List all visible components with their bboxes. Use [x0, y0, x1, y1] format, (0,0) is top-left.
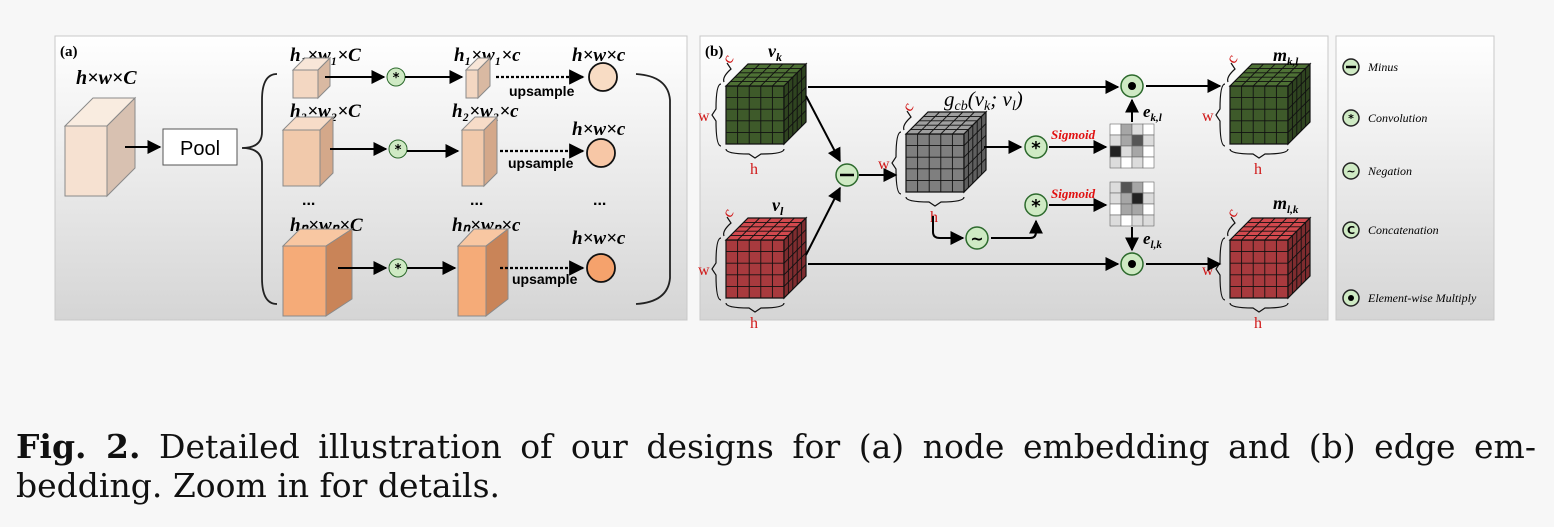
caption-text: Detailed illustration of our designs for… [16, 427, 1536, 505]
legend-label: Concatenation [1368, 223, 1439, 237]
branch2-upsample-label: upsample [508, 155, 574, 171]
ellipsis-3: ... [593, 192, 606, 209]
caption-prefix: Fig. 2. [16, 427, 141, 466]
multiply-op-bottom [1120, 252, 1144, 276]
legend-item: ~ Negation [1342, 162, 1412, 180]
legend-item: Minus [1342, 58, 1398, 76]
figure-caption: Fig. 2. Detailed illustration of our des… [16, 427, 1536, 505]
gcb-cube: whc [878, 100, 988, 226]
vl-cube-w-label: w [698, 262, 710, 279]
vl-label: vl [772, 195, 784, 218]
vl-cube: whc [698, 206, 808, 332]
legend-label: Minus [1367, 60, 1398, 74]
svg-text:C: C [1347, 224, 1355, 237]
legend-background [1335, 35, 1495, 321]
gcb-cube-w-label: w [878, 156, 890, 173]
svg-text:*: * [393, 71, 400, 86]
svg-text:*: * [1031, 138, 1041, 159]
vk-cube: whc [698, 52, 808, 178]
mkl-cube-w-label: w [1202, 108, 1214, 125]
elk-label: el,k [1143, 229, 1162, 251]
left-brace [241, 73, 278, 305]
right-brace [635, 73, 671, 305]
branch1-out-cube [464, 56, 492, 100]
branch2-conv-dim-label: h₂×w₂×c [452, 101, 519, 122]
branchn-upsample-label: upsample [512, 271, 578, 287]
sigmoid-label-bottom: Sigmoid [1051, 186, 1096, 201]
minus-op [835, 163, 859, 187]
sigmoid-label-top: Sigmoid [1051, 127, 1096, 142]
multiply-op-top [1120, 74, 1144, 98]
panel-b-label: (b) [705, 44, 723, 60]
legend-item: * Convolution [1342, 109, 1427, 127]
branch2-conv-op [388, 139, 408, 159]
panel-a-label: (a) [60, 44, 78, 60]
mkl-cube-h-label: h [1254, 161, 1262, 178]
branch1-conv-dim-label: h₁×w₁×c [454, 45, 521, 66]
negation-op: ~ [965, 226, 989, 250]
pool-label: Pool [180, 138, 220, 160]
branch2-output-dim-label: h×w×c [572, 119, 626, 140]
ekl-label: ek,l [1143, 102, 1163, 124]
input-cube [63, 96, 137, 198]
conv-op-top: * [1024, 135, 1048, 159]
vl-cube-h-label: h [750, 315, 758, 332]
svg-text:*: * [395, 143, 402, 158]
svg-text:~: ~ [970, 229, 983, 248]
branch2-cube [281, 115, 335, 188]
pool-box [162, 128, 238, 166]
legend-label: Negation [1367, 164, 1412, 178]
legend-item: Element-wise Multiply [1342, 289, 1477, 307]
branchn-cube [281, 228, 354, 317]
figure-diagram: (a) h×w×C Pool h₁×w₁×C * h₁×w₁×c upsampl… [54, 35, 1495, 332]
svg-text:*: * [1031, 196, 1041, 217]
mkl-label: mk,l [1273, 45, 1299, 68]
edge-map-lk [1109, 181, 1155, 227]
legend-label: Convolution [1368, 111, 1427, 125]
conv-op-bottom: * [1024, 193, 1048, 217]
edge-map-kl [1109, 123, 1155, 169]
branch1-output-node [588, 62, 618, 92]
ellipsis-1: ... [302, 192, 315, 209]
branch1-output-dim-label: h×w×c [572, 45, 626, 66]
branchn-output-node [586, 253, 616, 283]
branch1-cube [291, 56, 332, 100]
legend-label: Element-wise Multiply [1367, 291, 1477, 305]
vk-label: vk [768, 41, 782, 64]
mlk-label: ml,k [1273, 193, 1299, 216]
svg-text:*: * [1348, 112, 1354, 125]
branch2-output-node [586, 138, 616, 168]
input-dim-label: h×w×C [76, 67, 137, 89]
vk-cube-h-label: h [750, 161, 758, 178]
gcb-label: gcb(vk; vl) [944, 87, 1023, 114]
branch2-out-cube [460, 115, 499, 188]
legend-item: C Concatenation [1342, 221, 1439, 239]
branchn-output-dim-label: h×w×c [572, 228, 626, 249]
svg-text:~: ~ [1346, 165, 1355, 178]
branch1-upsample-label: upsample [509, 83, 575, 99]
vk-cube-w-label: w [698, 108, 710, 125]
mkl-cube: whc [1202, 52, 1312, 178]
svg-text:*: * [395, 262, 402, 277]
branchn-out-cube [456, 227, 510, 318]
mlk-cube-h-label: h [1254, 315, 1262, 332]
ellipsis-2: ... [470, 192, 483, 209]
